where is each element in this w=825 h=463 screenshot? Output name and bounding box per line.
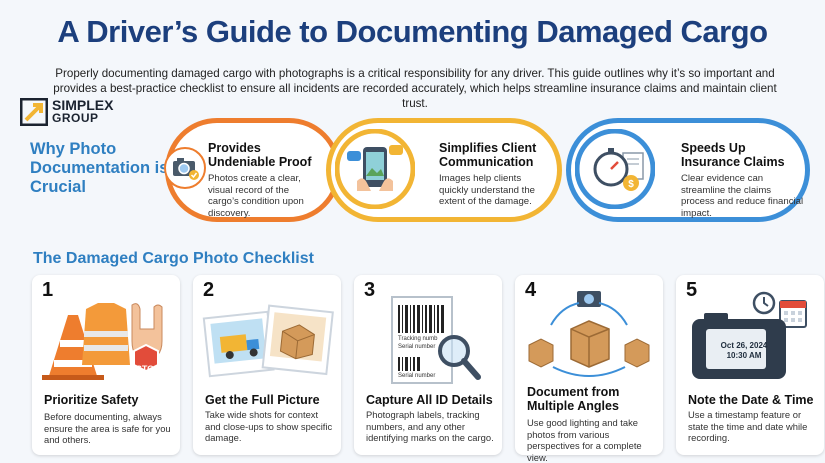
step-number: 5	[686, 279, 698, 301]
step-number: 3	[364, 279, 376, 301]
step-desc: Photograph labels, tracking numbers, and…	[366, 409, 494, 443]
camera-check-icon	[164, 147, 206, 189]
step-title: Note the Date & Time	[688, 393, 814, 407]
step-desc: Use good lighting and take photos from v…	[527, 417, 642, 463]
svg-text:$: $	[628, 179, 634, 190]
stopwatch-claim-icon: $	[575, 129, 655, 209]
simplex-logo: SIMPLEX GROUP	[20, 98, 113, 126]
benefit-icon-circle	[158, 119, 206, 189]
step-number: 4	[525, 279, 537, 301]
step-card-3: 3 Tracking numb Serial number Serial num…	[354, 275, 502, 455]
step-title: Document from Multiple Angles	[527, 385, 620, 413]
benefit-title: Provides Undeniable Proof	[208, 141, 312, 169]
benefit-proof: Provides Undeniable Proof Photos create …	[164, 118, 341, 222]
logo-arrow-icon	[20, 98, 48, 126]
timestamp-time: 10:30 AM	[726, 351, 762, 360]
step-card-5: 5 Oct 26, 2024 10:30 AM Note the Date & …	[676, 275, 824, 455]
label-line-tracking: Tracking numb	[398, 336, 438, 342]
step-title: Capture All ID Details	[366, 393, 493, 407]
benefit-desc: Photos create a clear, visual record of …	[208, 173, 304, 219]
logo-line-2: GROUP	[52, 111, 99, 125]
step-title: Prioritize Safety	[44, 393, 139, 407]
benefit-claims: $ Speeds Up Insurance Claims Clear evide…	[566, 118, 810, 222]
step-card-4: 4 Document from Multiple Angles Use good…	[515, 275, 663, 463]
camera-timestamp-icon	[692, 291, 807, 379]
why-heading: Why Photo Documentation is Crucial	[30, 140, 169, 196]
logo-line-1: SIMPLEX	[52, 97, 114, 113]
phone-chat-icon	[335, 129, 415, 209]
stop-sign-label: STOP	[136, 364, 160, 374]
step-card-1: 1 STOP Prioritize Safety Before document…	[32, 275, 180, 455]
step-card-2: 2 Get the Full Picture Take wide shots f…	[193, 275, 341, 455]
step-number: 1	[42, 279, 54, 301]
stop-sign-text: STOP	[136, 364, 160, 374]
safety-vest-cone-icon	[42, 303, 163, 380]
benefit-desc: Clear evidence can streamline the claims…	[681, 173, 804, 219]
step-number: 2	[203, 279, 215, 301]
intro-paragraph: Properly documenting damaged cargo with …	[53, 67, 777, 110]
crates-angles-camera-icon	[528, 291, 650, 377]
label-line-serial: Serial number	[398, 344, 436, 350]
timestamp-date: Oct 26, 2024	[720, 341, 768, 350]
step-title: Get the Full Picture	[205, 393, 320, 407]
benefit-title: Speeds Up Insurance Claims	[681, 141, 785, 169]
label-footer: Serial number	[398, 373, 436, 379]
step-desc: Take wide shots for context and close-up…	[205, 409, 333, 443]
benefit-communication: Simplifies Client Communication Images h…	[326, 118, 562, 222]
photos-truck-box-icon	[202, 304, 334, 378]
step-desc: Use a timestamp feature or state the tim…	[688, 409, 808, 443]
step-desc: Before documenting, always ensure the ar…	[44, 411, 171, 445]
benefit-title: Simplifies Client Communication	[439, 141, 537, 169]
barcode-label-magnifier-icon	[391, 296, 481, 384]
checklist-heading: The Damaged Cargo Photo Checklist	[33, 250, 314, 267]
benefit-desc: Images help clients quickly understand t…	[439, 173, 535, 207]
page-title: A Driver’s Guide to Documenting Damaged …	[57, 14, 768, 49]
